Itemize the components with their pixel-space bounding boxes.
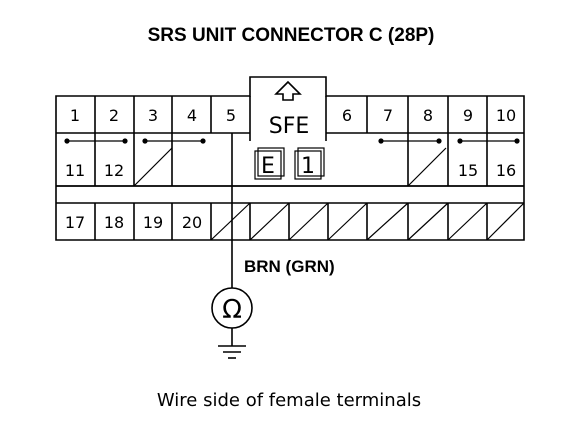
pin-15: 15 bbox=[458, 161, 478, 180]
pin-9: 9 bbox=[463, 106, 473, 125]
pin-7: 7 bbox=[383, 106, 393, 125]
pin-2: 2 bbox=[109, 106, 119, 125]
row1-cells bbox=[94, 96, 488, 133]
pin-19: 19 bbox=[143, 213, 163, 232]
blank-cavity-hatch bbox=[133, 147, 173, 187]
ohm-symbol: Ω bbox=[222, 295, 242, 325]
pin-8: 8 bbox=[423, 106, 433, 125]
row2-cells bbox=[94, 133, 488, 187]
pin-20: 20 bbox=[182, 213, 202, 232]
pin-16: 16 bbox=[496, 161, 516, 180]
shorting-bars bbox=[64, 138, 520, 144]
marker-e: E bbox=[261, 154, 275, 179]
row3-cells bbox=[94, 202, 525, 241]
row3-pins: 17 18 19 20 bbox=[65, 213, 202, 232]
row2-pins: 11 12 15 16 bbox=[65, 161, 516, 180]
pin-17: 17 bbox=[65, 213, 85, 232]
pin-11: 11 bbox=[65, 161, 85, 180]
marker-boxes: E 1 bbox=[254, 147, 325, 180]
blank-cavity-hatch bbox=[407, 147, 447, 187]
marker-1: 1 bbox=[301, 154, 315, 179]
row1-pins: 1 2 3 4 5 6 7 8 9 10 bbox=[70, 106, 516, 125]
ohmmeter-icon: Ω bbox=[211, 287, 253, 346]
pin-18: 18 bbox=[104, 213, 124, 232]
key-label: SFE bbox=[269, 114, 310, 139]
blank-cavity-hatch bbox=[407, 202, 449, 241]
pin-10: 10 bbox=[496, 106, 516, 125]
diagram-caption: Wire side of female terminals bbox=[157, 390, 421, 411]
blank-cavity-hatch bbox=[210, 202, 251, 241]
pin-4: 4 bbox=[187, 106, 197, 125]
blank-cavity-hatch bbox=[288, 202, 329, 241]
key-arrow-icon bbox=[274, 80, 302, 101]
pin-5: 5 bbox=[226, 106, 236, 125]
blank-cavity-hatch bbox=[249, 202, 290, 241]
connector-body bbox=[55, 76, 525, 241]
ground-icon bbox=[218, 345, 246, 359]
pin-1: 1 bbox=[70, 106, 80, 125]
blank-cavity-hatch bbox=[366, 202, 409, 241]
blank-cavity-hatch bbox=[486, 202, 525, 241]
blank-cavity-hatch bbox=[327, 202, 368, 241]
wire-color-label: BRN (GRN) bbox=[244, 257, 335, 276]
pin-3: 3 bbox=[148, 106, 158, 125]
pin-12: 12 bbox=[104, 161, 124, 180]
pin-6: 6 bbox=[342, 106, 352, 125]
blank-cavity-hatch bbox=[447, 202, 488, 241]
diagram-title: SRS UNIT CONNECTOR C (28P) bbox=[148, 25, 435, 46]
